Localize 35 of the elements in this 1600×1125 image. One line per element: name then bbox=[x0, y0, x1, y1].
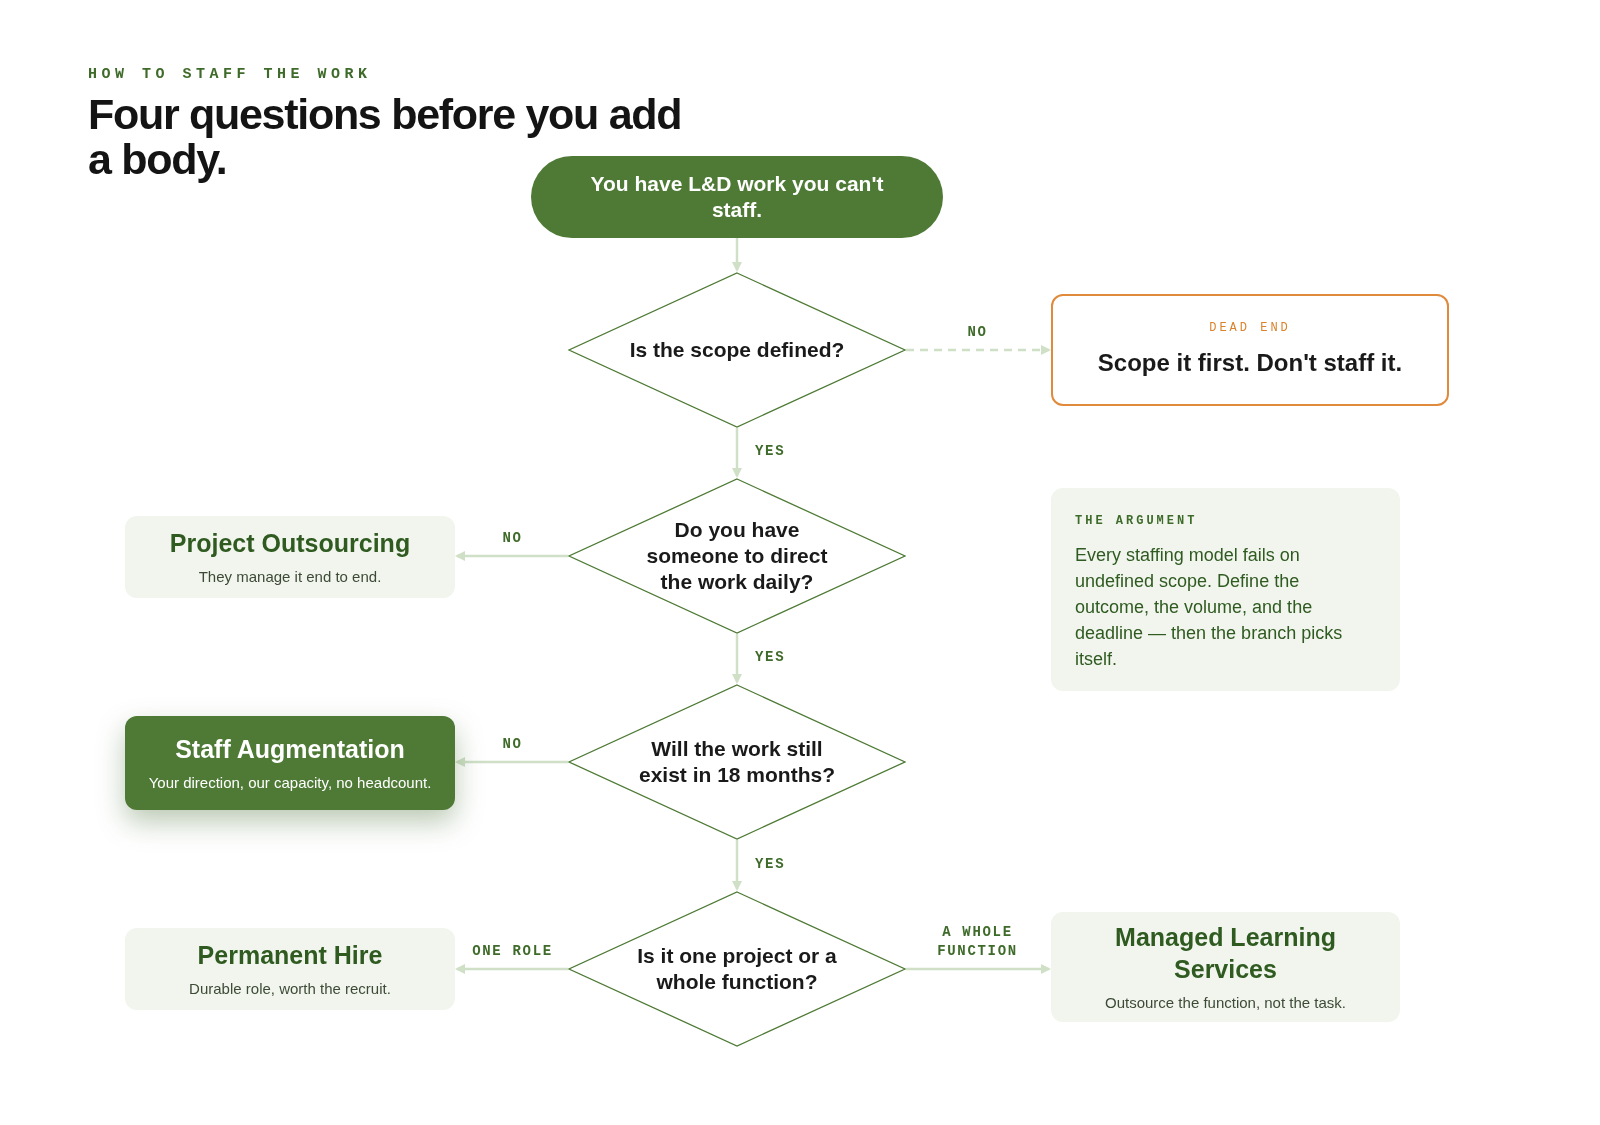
eyebrow-label: HOW TO STAFF THE WORK bbox=[88, 65, 372, 85]
decision-diamond bbox=[568, 272, 906, 428]
arrow bbox=[906, 345, 1051, 355]
highlighted-outcome-box bbox=[125, 716, 455, 810]
arrow bbox=[732, 428, 742, 478]
decision-diamond bbox=[568, 684, 906, 840]
decision-diamond bbox=[568, 891, 906, 1047]
question-text: Do you have someone to direct the work daily? bbox=[645, 517, 829, 595]
outcome-heading: Staff Augmentation bbox=[175, 734, 405, 765]
note-paragraph: Every staffing model fails on undefined scope. Define the outcome, the volume, and the deadline — then the branch picks itself. bbox=[1075, 544, 1344, 671]
arrow bbox=[455, 964, 568, 974]
outcome-description: They manage it end to end. bbox=[198, 567, 382, 587]
question-text: Will the work still exist in 18 months? bbox=[637, 736, 836, 788]
decision-diamond bbox=[568, 478, 906, 634]
note-eyebrow: THE ARGUMENT bbox=[1075, 513, 1199, 530]
outcome-box bbox=[1051, 912, 1400, 1022]
outcome-box bbox=[125, 516, 455, 598]
question-text: Is it one project or a whole function? bbox=[636, 943, 838, 995]
outcome-description: Durable role, worth the recruit. bbox=[189, 979, 391, 999]
outcome-heading: Permanent Hire bbox=[197, 940, 383, 971]
arrow bbox=[455, 757, 568, 767]
box-eyebrow: DEAD END bbox=[1209, 320, 1291, 337]
outcome-heading: Project Outsourcing bbox=[169, 528, 411, 559]
arrow bbox=[732, 634, 742, 684]
outcome-box bbox=[125, 928, 455, 1010]
dead-end-box bbox=[1051, 294, 1449, 406]
arrow bbox=[732, 238, 742, 272]
arrow bbox=[732, 840, 742, 891]
outcome-description: Outsource the function, not the task. bbox=[1105, 993, 1346, 1013]
question-text: Is the scope defined? bbox=[629, 337, 845, 363]
outcome-description: Your direction, our capacity, no headcount. bbox=[148, 773, 432, 793]
arrow bbox=[455, 551, 568, 561]
box-heading: Scope it first. Don't staff it. bbox=[1097, 348, 1403, 378]
outcome-heading: Managed Learning Services bbox=[1114, 922, 1337, 985]
arrow bbox=[906, 964, 1051, 974]
